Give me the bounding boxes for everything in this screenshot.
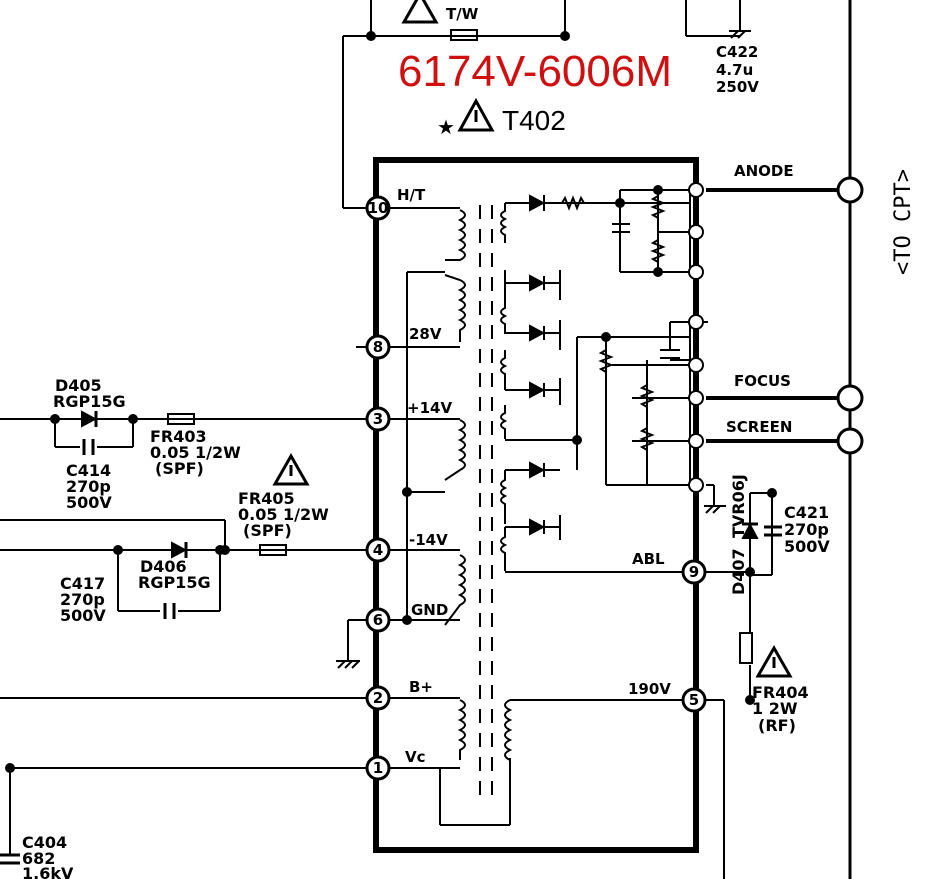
coils <box>444 203 513 761</box>
d406-ref: D406 <box>140 557 187 576</box>
d407-ref: D407 <box>729 548 748 595</box>
c414-ref: C414 <box>66 461 111 480</box>
pin-1-label: Vc <box>405 748 426 766</box>
d405-type: RGP15G <box>53 392 126 411</box>
c421-ref: C421 <box>784 503 829 522</box>
internal-passives <box>561 195 690 451</box>
warning-icon-top <box>401 0 439 24</box>
external-components <box>0 29 782 865</box>
pin-9-label: ABL <box>632 550 665 568</box>
c421-value: 270p <box>784 520 829 539</box>
internal-diodes <box>529 194 546 536</box>
warning-icon-fr404 <box>755 644 793 678</box>
warning-icon <box>457 97 495 132</box>
c414-value: 270p <box>66 477 111 496</box>
screen-label: SCREEN <box>726 418 792 436</box>
junction-dots <box>5 31 777 773</box>
fr404-kind: (RF) <box>758 716 796 735</box>
pin-2-label: B+ <box>409 678 433 696</box>
c417-value: 270p <box>60 590 105 609</box>
c404-value: 682 <box>22 849 55 868</box>
pin-1-number: 1 <box>373 759 383 777</box>
anode-label: ANODE <box>734 162 794 180</box>
pin-6-number: 6 <box>373 611 383 629</box>
c421-voltage: 500V <box>784 537 830 556</box>
fr404-value: 1 2W <box>752 699 798 718</box>
transformer-ref: T402 <box>502 105 566 136</box>
screen-connector <box>836 427 864 455</box>
pin-10-number: 10 <box>368 199 389 217</box>
c422-ref: C422 <box>716 43 758 61</box>
pin-8-number: 8 <box>373 338 383 356</box>
d407-type: TVR06J <box>729 474 748 538</box>
pin-10-label: H/T <box>397 186 426 204</box>
fr405-ref: FR405 <box>238 489 295 508</box>
fr405-value: 0.05 1/2W <box>238 505 329 524</box>
pin-8-label: 28V <box>409 325 442 343</box>
transformer-core <box>479 205 493 800</box>
focus-label: FOCUS <box>734 372 791 390</box>
d406-type: RGP15G <box>138 573 211 592</box>
transformer-body <box>373 157 699 853</box>
output-connectors <box>836 176 864 455</box>
fr403-kind: (SPF) <box>155 459 204 478</box>
ground-symbols <box>336 30 751 669</box>
pin-4-label: -14V <box>409 531 448 549</box>
d405-ref: D405 <box>55 376 102 395</box>
pin-3-number: 3 <box>373 410 383 428</box>
c422-voltage: 250V <box>716 78 759 96</box>
pin-circles <box>365 195 707 781</box>
pin-5-number: 5 <box>689 691 699 709</box>
part-number: 6174V-6006M <box>398 47 672 96</box>
c422-value: 4.7u <box>716 61 753 79</box>
to-cpt-label: <TO CPT> <box>891 169 916 275</box>
c404-ref: C404 <box>22 833 67 852</box>
pin-9-number: 9 <box>689 563 699 581</box>
fr404-ref: FR404 <box>752 683 809 702</box>
fr405-kind: (SPF) <box>243 521 292 540</box>
c417-voltage: 500V <box>60 606 106 625</box>
pin-4-number: 4 <box>373 541 383 559</box>
top-resistor-label: T/W <box>446 5 479 23</box>
c404-voltage: 1.6kV <box>22 864 74 879</box>
warning-icon-fr405 <box>272 452 310 486</box>
anode-connector <box>836 176 864 204</box>
pin-5-label: 190V <box>628 680 671 698</box>
fr403-ref: FR403 <box>150 427 207 446</box>
c417-ref: C417 <box>60 574 105 593</box>
pin-2-number: 2 <box>373 689 383 707</box>
c414-voltage: 500V <box>66 493 112 512</box>
focus-connector <box>836 384 864 412</box>
star-icon: ★ <box>437 115 455 139</box>
pin-6-label: GND <box>411 601 448 619</box>
box-terminals <box>688 182 704 493</box>
pin-3-label: +14V <box>407 399 452 417</box>
fr403-value: 0.05 1/2W <box>150 443 241 462</box>
